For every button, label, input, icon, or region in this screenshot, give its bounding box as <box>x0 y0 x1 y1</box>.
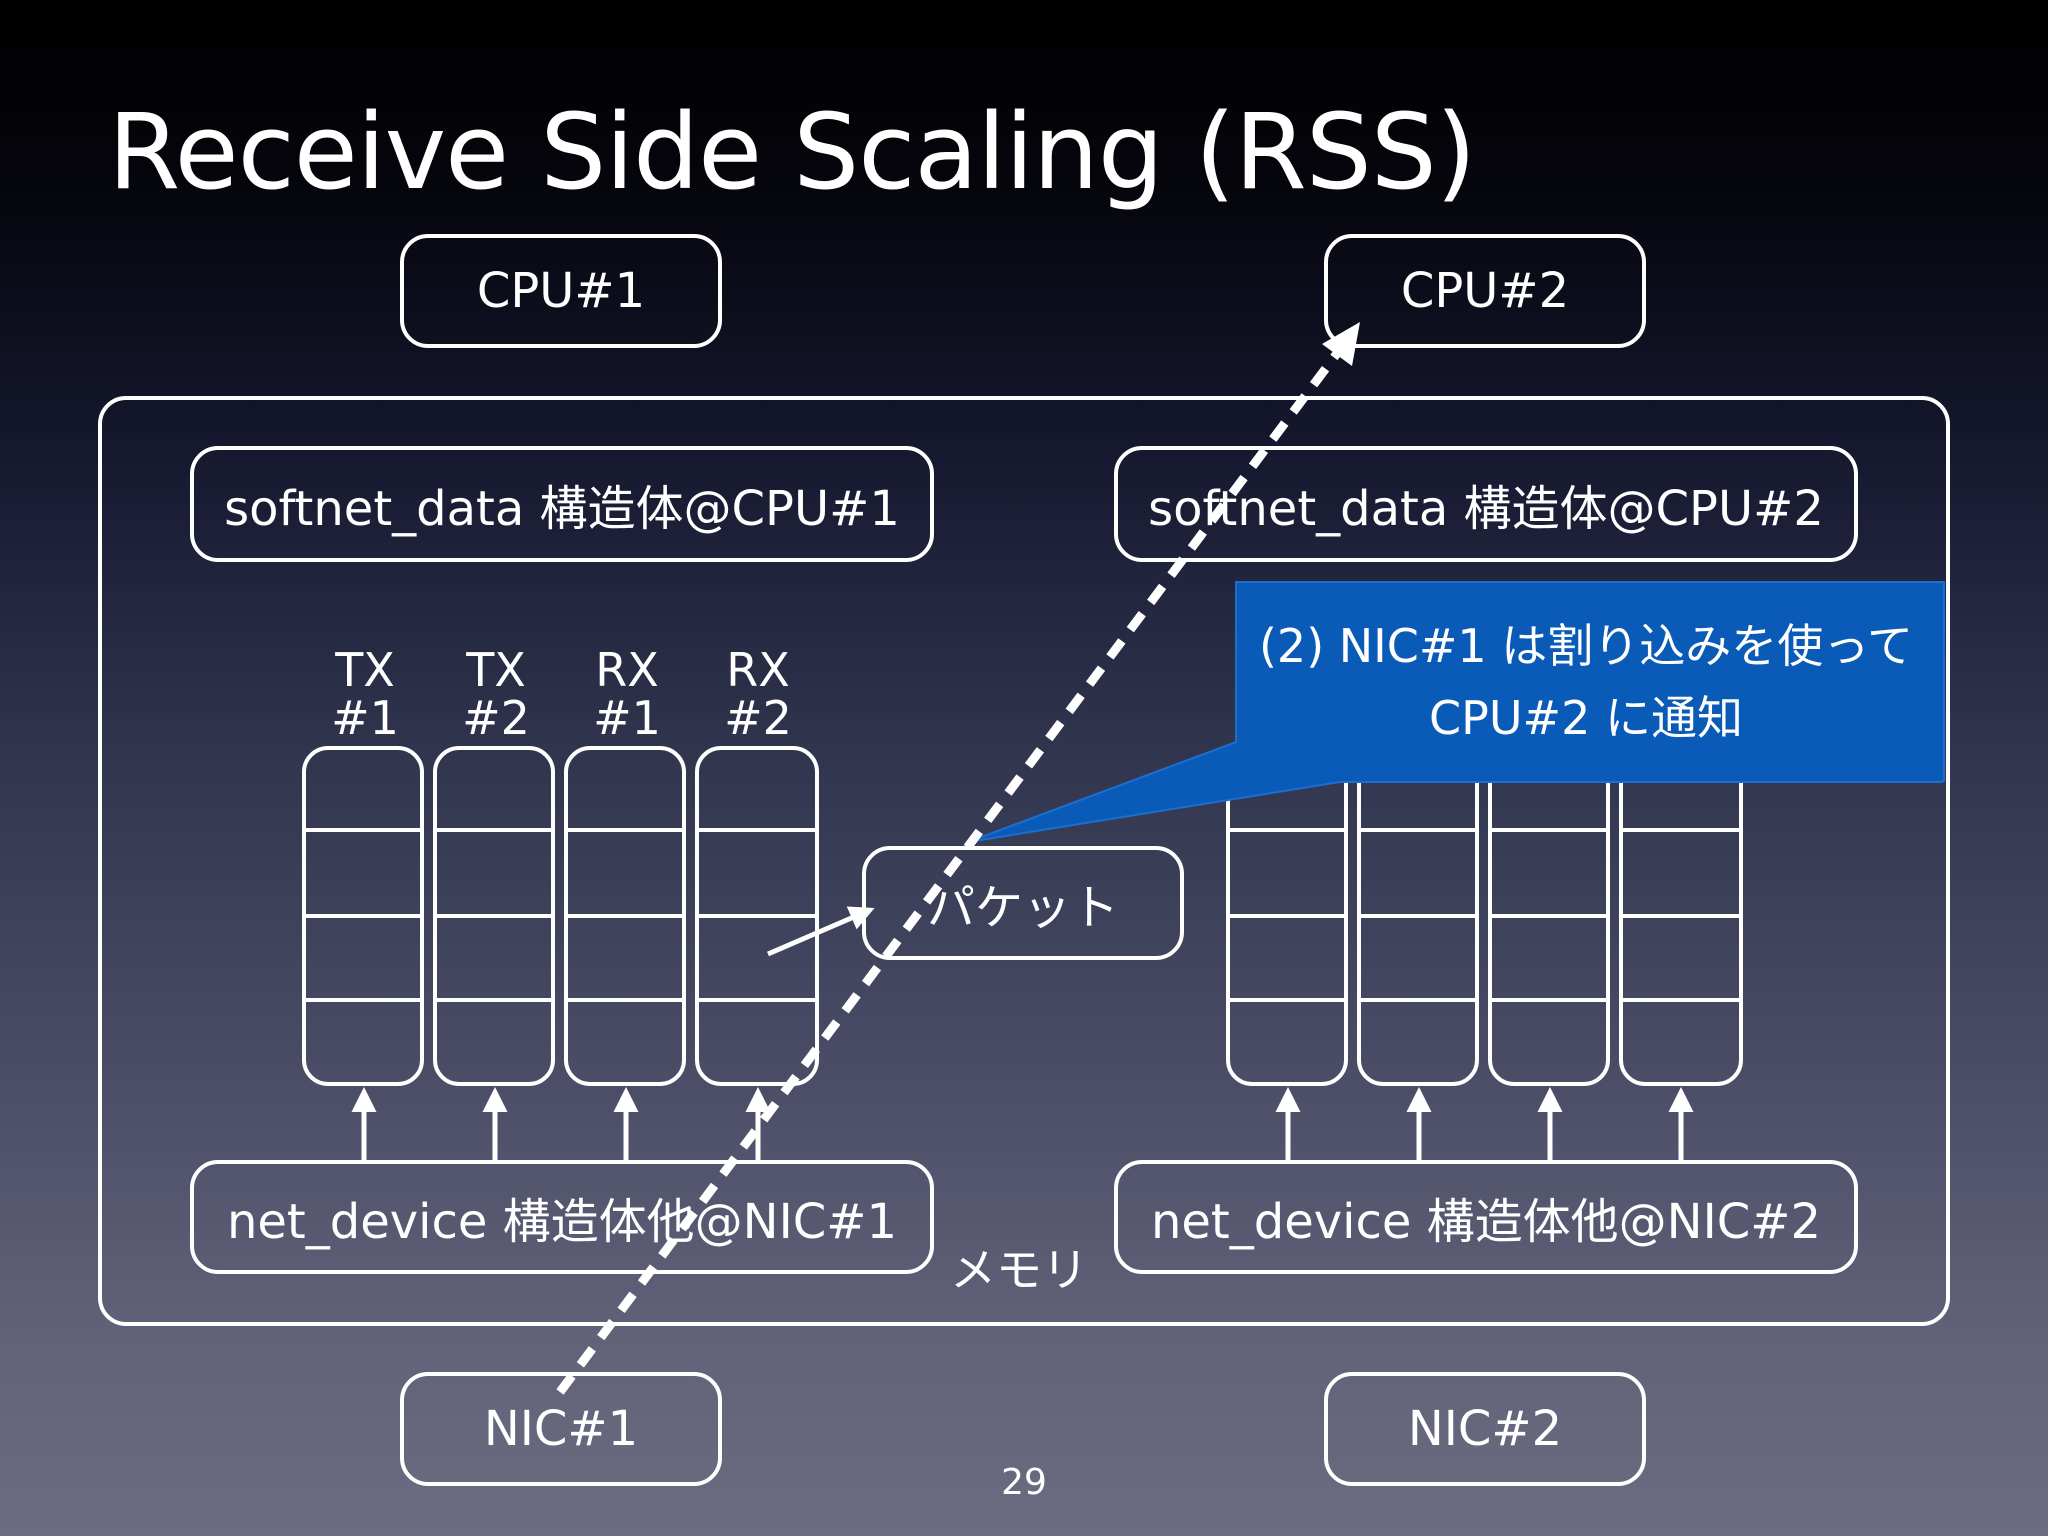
queue-header-line2: #1 <box>331 691 399 745</box>
net-device-nic1-box: net_device 構造体他@NIC#1 <box>190 1160 934 1274</box>
net-device-nic2-box: net_device 構造体他@NIC#2 <box>1114 1160 1858 1274</box>
queue-right-2 <box>1357 746 1479 1086</box>
queue-right-4 <box>1619 746 1743 1086</box>
cpu1-label: CPU#1 <box>476 263 646 319</box>
queue-header-line1: RX <box>726 643 790 697</box>
net-device-nic2-label: net_device 構造体他@NIC#2 <box>1150 1194 1822 1250</box>
interrupt-dashed-arrow <box>556 341 1348 1395</box>
slide-title: Receive Side Scaling (RSS) <box>108 91 1476 213</box>
queue-header-line2: #2 <box>462 691 530 745</box>
packet-box: パケット <box>862 846 1184 960</box>
queue-header-line1: TX <box>335 643 395 697</box>
queue-header-line1: TX <box>466 643 526 697</box>
memory-label: メモリ <box>950 1243 1088 1297</box>
packet-label: パケット <box>926 880 1119 936</box>
interrupt-arrowhead <box>1322 322 1360 366</box>
memory-region <box>98 396 1950 1326</box>
queue-to-packet-arrow <box>767 906 875 957</box>
queue-header-tx1: TX #1 <box>305 646 425 742</box>
right-queues <box>1226 746 1743 1086</box>
softnet-cpu2-box: softnet_data 構造体@CPU#2 <box>1114 446 1858 562</box>
softnet-cpu1-label: softnet_data 構造体@CPU#1 <box>224 481 900 537</box>
right-up-arrows <box>1275 1087 1694 1160</box>
queue-header-rx1: RX #1 <box>567 646 687 742</box>
nic2-label: NIC#2 <box>1407 1401 1563 1457</box>
callout-text: (2) NIC#1 は割り込みを使って CPU#2 に通知 <box>1236 582 1936 782</box>
queue-header-line1: RX <box>595 643 659 697</box>
nic2-box: NIC#2 <box>1324 1372 1646 1486</box>
net-device-nic1-label: net_device 構造体他@NIC#1 <box>226 1194 898 1250</box>
cpu2-label: CPU#2 <box>1400 263 1570 319</box>
queue-header-line2: #2 <box>724 691 792 745</box>
queue-tx2 <box>433 746 555 1086</box>
callout-line2: CPU#2 に通知 <box>1429 691 1743 745</box>
softnet-cpu2-label: softnet_data 構造体@CPU#2 <box>1148 481 1824 537</box>
queue-tx1 <box>302 746 424 1086</box>
queue-rx1 <box>564 746 686 1086</box>
nic1-label: NIC#1 <box>483 1401 639 1457</box>
nic1-box: NIC#1 <box>400 1372 722 1486</box>
queue-header-rx2: RX #2 <box>698 646 818 742</box>
queue-right-1 <box>1226 746 1348 1086</box>
queue-header-tx2: TX #2 <box>436 646 556 742</box>
cpu2-box: CPU#2 <box>1324 234 1646 348</box>
queue-header-line2: #1 <box>593 691 661 745</box>
callout-line1: (2) NIC#1 は割り込みを使って <box>1258 619 1913 673</box>
queue-right-3 <box>1488 746 1610 1086</box>
cpu1-box: CPU#1 <box>400 234 722 348</box>
queue-rx2 <box>695 746 819 1086</box>
left-up-arrows <box>351 1087 771 1160</box>
callout-shape <box>967 581 1945 843</box>
softnet-cpu1-box: softnet_data 構造体@CPU#1 <box>190 446 934 562</box>
page-number: 29 <box>1001 1462 1047 1503</box>
left-queues <box>302 746 819 1086</box>
